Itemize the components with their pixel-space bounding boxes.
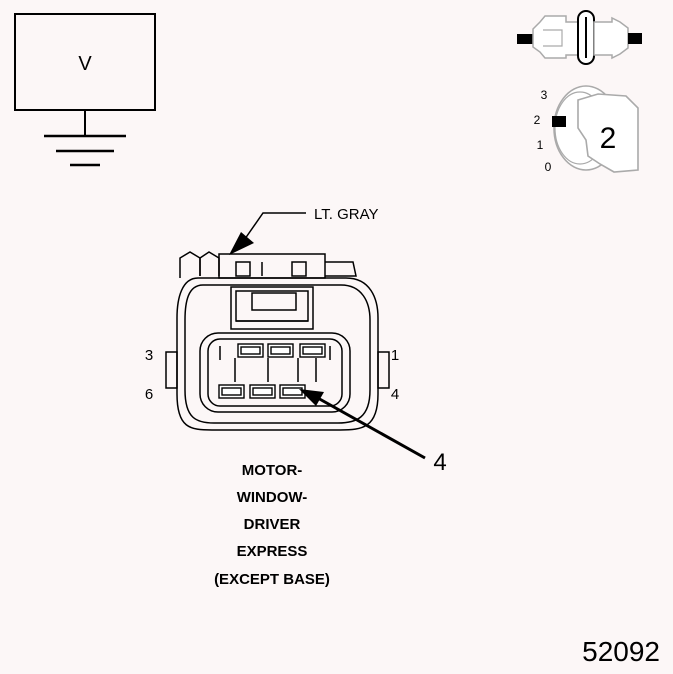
pin-label-3: 3 <box>145 347 153 364</box>
callout-arrow <box>299 389 324 406</box>
knob-position-0: 0 <box>545 160 552 174</box>
voltmeter-symbol: V <box>14 13 156 167</box>
terminal-row-top <box>237 343 326 358</box>
pin-label-1: 1 <box>391 347 399 364</box>
connector-name-line-3: DRIVER <box>243 516 301 533</box>
knob-position-3: 3 <box>541 88 548 102</box>
connector-name-line-4: EXPRESS <box>236 543 308 560</box>
color-leader-arrow <box>229 232 254 255</box>
selector-knob: 2 3 2 1 0 <box>534 85 639 174</box>
callout-number: 4 <box>433 449 446 476</box>
connector-name-line-1: MOTOR- <box>241 462 303 479</box>
pin-label-6: 6 <box>145 386 153 403</box>
knob-indicator <box>552 116 566 127</box>
knob-setting: 2 <box>600 122 617 155</box>
figure-number: 52092 <box>582 636 660 667</box>
terminal-row-bottom <box>218 384 306 399</box>
test-probe-icon <box>517 10 642 65</box>
connector-name-line-2: WINDOW- <box>236 489 308 506</box>
voltmeter-label: V <box>78 53 92 75</box>
knob-position-2: 2 <box>534 113 541 127</box>
connector-name-line-5: (EXCEPT BASE) <box>214 571 330 588</box>
pin-label-4: 4 <box>391 386 399 403</box>
knob-position-1: 1 <box>537 138 544 152</box>
connector-color-label: LT. GRAY <box>314 206 378 223</box>
connector-face <box>165 251 390 431</box>
